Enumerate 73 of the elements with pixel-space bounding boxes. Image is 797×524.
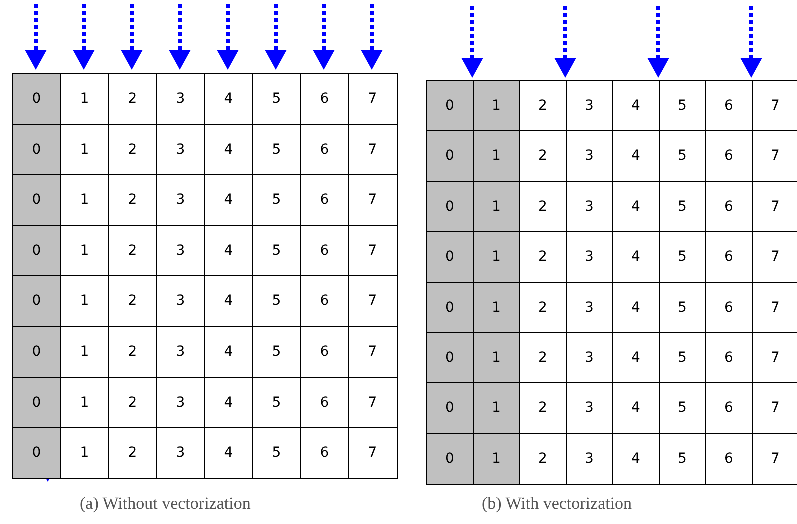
table-cell: 7 xyxy=(348,427,398,480)
table-cell: 6 xyxy=(300,427,350,480)
table-cell: 2 xyxy=(519,432,567,485)
table-cell: 0 xyxy=(426,282,474,334)
table-cell: 1 xyxy=(472,231,520,284)
table-cell: 6 xyxy=(705,80,753,132)
table-cell: 2 xyxy=(519,130,567,182)
table-cell: 6 xyxy=(705,231,753,284)
table-cell: 4 xyxy=(612,382,660,434)
table-cell: 6 xyxy=(705,432,753,485)
table-cell: 0 xyxy=(12,224,62,277)
table-cell: 2 xyxy=(108,174,158,226)
table-cell: 0 xyxy=(426,80,474,132)
table-cell: 2 xyxy=(108,73,158,126)
table-cell: 0 xyxy=(426,231,474,284)
table-cell: 5 xyxy=(252,275,302,328)
table-cell: 5 xyxy=(252,174,302,226)
table-cell: 1 xyxy=(472,282,520,334)
table-cell: 0 xyxy=(426,180,474,233)
table-cell: 0 xyxy=(12,124,62,176)
table-cell: 2 xyxy=(519,382,567,434)
table-cell: 1 xyxy=(60,275,110,328)
table-cell: 4 xyxy=(204,275,254,328)
table-cell: 3 xyxy=(156,427,206,480)
table-cell: 1 xyxy=(472,130,520,182)
table-cell: 4 xyxy=(204,427,254,480)
table-cell: 1 xyxy=(472,432,520,485)
table-cell: 6 xyxy=(300,73,350,126)
table-cell: 4 xyxy=(612,432,660,485)
table-cell: 4 xyxy=(204,73,254,126)
table-cell: 4 xyxy=(612,80,660,132)
table-cell: 7 xyxy=(348,174,398,226)
table-cell: 4 xyxy=(612,231,660,284)
table-cell: 0 xyxy=(12,73,62,126)
table-cell: 4 xyxy=(204,174,254,226)
table-cell: 3 xyxy=(156,275,206,328)
table-cell: 3 xyxy=(156,174,206,226)
table-cell: 0 xyxy=(12,376,62,429)
table-cell: 2 xyxy=(108,427,158,480)
table-cell: 6 xyxy=(300,174,350,226)
table-cell: 1 xyxy=(472,382,520,434)
table-cell: 7 xyxy=(348,73,398,126)
table-cell: 1 xyxy=(60,427,110,480)
table-cell: 5 xyxy=(252,427,302,480)
table-cell: 0 xyxy=(426,130,474,182)
table-cell: 0 xyxy=(12,275,62,328)
table-cell: 7 xyxy=(348,326,398,378)
table-cell: 1 xyxy=(60,174,110,226)
table-cell: 1 xyxy=(472,332,520,384)
table-cell: 6 xyxy=(705,382,753,434)
table-cell: 0 xyxy=(12,174,62,226)
caption: (b) With vectorization xyxy=(482,494,632,514)
table-cell: 6 xyxy=(300,275,350,328)
table-cell: 0 xyxy=(426,382,474,434)
table-cell: 3 xyxy=(156,73,206,126)
table-cell: 0 xyxy=(426,332,474,384)
table-cell: 7 xyxy=(348,376,398,429)
table-cell: 0 xyxy=(12,427,62,480)
table-cell: 2 xyxy=(108,275,158,328)
table-cell: 1 xyxy=(60,73,110,126)
table-cell: 5 xyxy=(252,73,302,126)
table-cell: 2 xyxy=(519,80,567,132)
table-cell: 4 xyxy=(612,130,660,182)
table-cell: 6 xyxy=(705,130,753,182)
table-cell: 0 xyxy=(12,326,62,378)
table-cell: 7 xyxy=(348,124,398,176)
caption: (a) Without vectorization xyxy=(80,494,251,514)
table-cell: 2 xyxy=(519,231,567,284)
table-cell: 0 xyxy=(426,432,474,485)
table-cell: 7 xyxy=(348,224,398,277)
table-cell: 1 xyxy=(472,180,520,233)
table-cell: 7 xyxy=(348,275,398,328)
table-cell: 1 xyxy=(472,80,520,132)
